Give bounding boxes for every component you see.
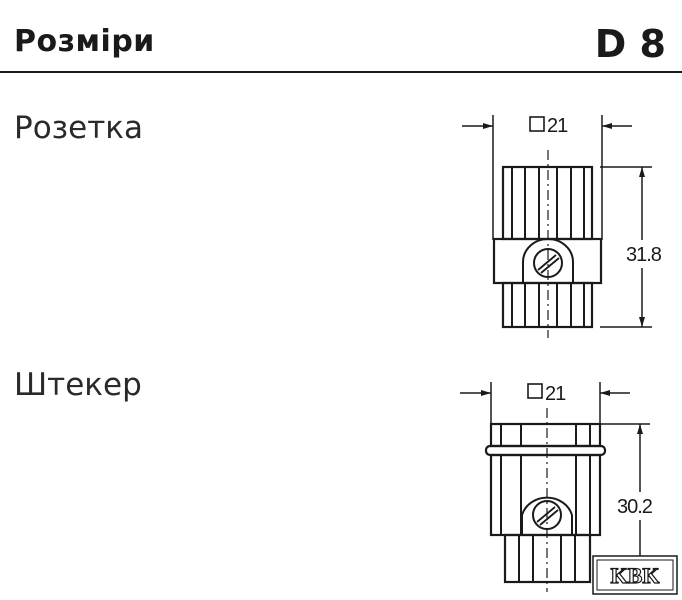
page-title: Розміри [14, 24, 155, 59]
plug-drawing: 21 30.2 [460, 382, 654, 592]
socket-width-dimension [462, 115, 632, 240]
plug-width-value: 21 [545, 383, 566, 405]
socket-drawing: 21 31.8 [462, 115, 663, 338]
socket-width-value: 21 [547, 115, 568, 137]
socket-height-dimension [600, 166, 652, 328]
plug-height-value: 30.2 [617, 496, 653, 518]
socket-height-value: 31.8 [626, 244, 662, 266]
kbk-logo: KBK [592, 555, 678, 595]
product-code: D 8 [594, 22, 666, 66]
header-divider [0, 71, 682, 73]
plug-label: Штекер [14, 367, 142, 403]
logo-text: KBK [611, 563, 660, 588]
socket-label: Розетка [14, 110, 143, 146]
